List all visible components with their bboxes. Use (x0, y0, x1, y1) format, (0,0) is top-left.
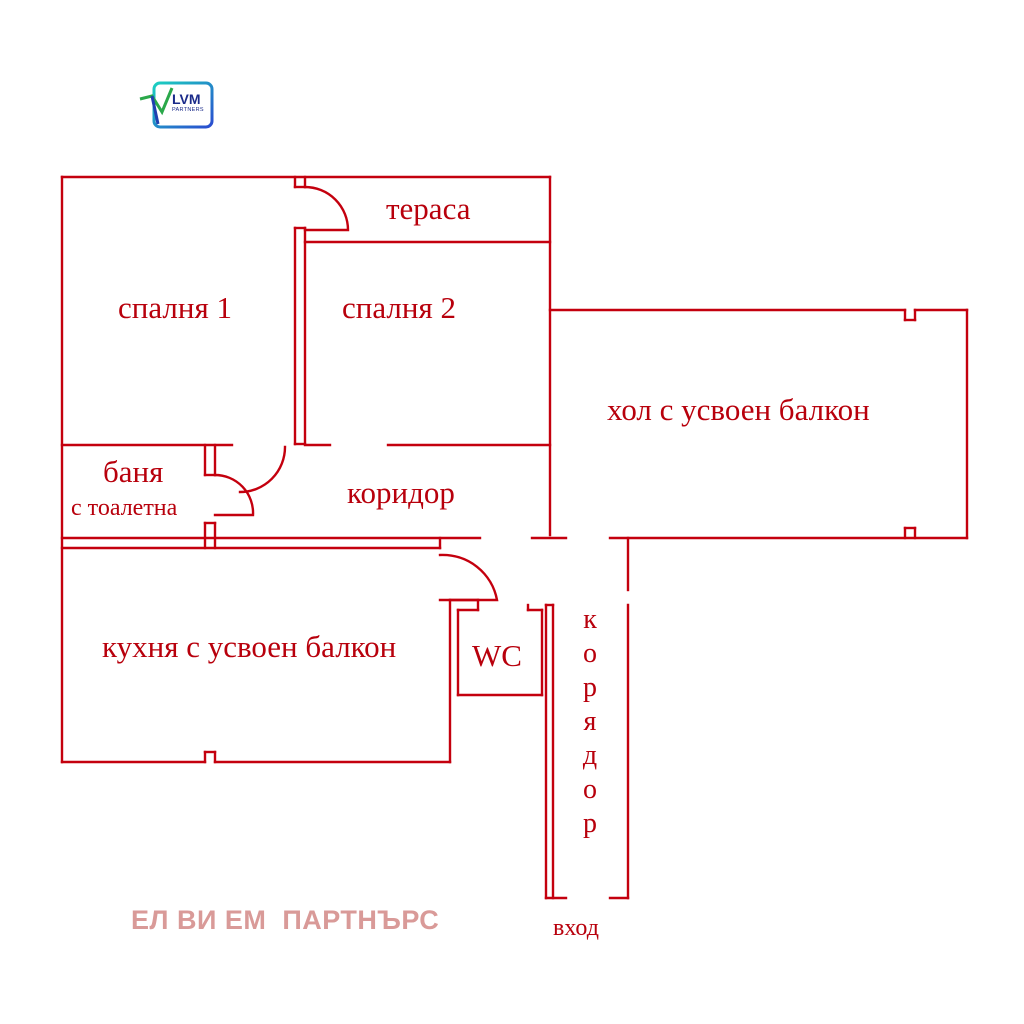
doors (213, 175, 499, 602)
room-label-corridor-vertical: к о р я д о р (583, 604, 597, 839)
room-label-bedroom-2: спалня 2 (342, 290, 456, 325)
corridor-vertical-letter: д (583, 740, 597, 771)
logo-title: LVM (172, 91, 201, 107)
corridor-vertical-letter: о (583, 638, 597, 669)
corridor-vertical-letter: р (583, 808, 597, 839)
corridor-vertical-letter: к (583, 604, 597, 635)
room-label-wc: WC (472, 638, 522, 673)
company-watermark: ЕЛ ВИ ЕМ ПАРТНЪРС (131, 905, 440, 935)
room-label-living: хол с усвоен балкон (607, 392, 870, 427)
logo-mark-icon (139, 81, 214, 129)
logo-subtitle: PARTNERS (172, 107, 204, 113)
room-label-terrace: тераса (386, 191, 471, 226)
room-label-bedroom-1: спалня 1 (118, 290, 232, 325)
room-label-corridor: коридор (347, 475, 455, 510)
room-label-bathroom-sub: с тоалетна (71, 495, 178, 521)
entrance-label: вход (553, 915, 599, 941)
corridor-vertical-letter: р (583, 672, 597, 703)
room-label-kitchen: кухня с усвоен балкон (102, 629, 396, 664)
room-label-bathroom: баня (103, 454, 163, 489)
corridor-vertical-letter: о (583, 774, 597, 805)
company-logo: LVM PARTNERS (138, 80, 222, 132)
corridor-vertical-letter: я (584, 706, 597, 737)
walls (60, 175, 969, 900)
